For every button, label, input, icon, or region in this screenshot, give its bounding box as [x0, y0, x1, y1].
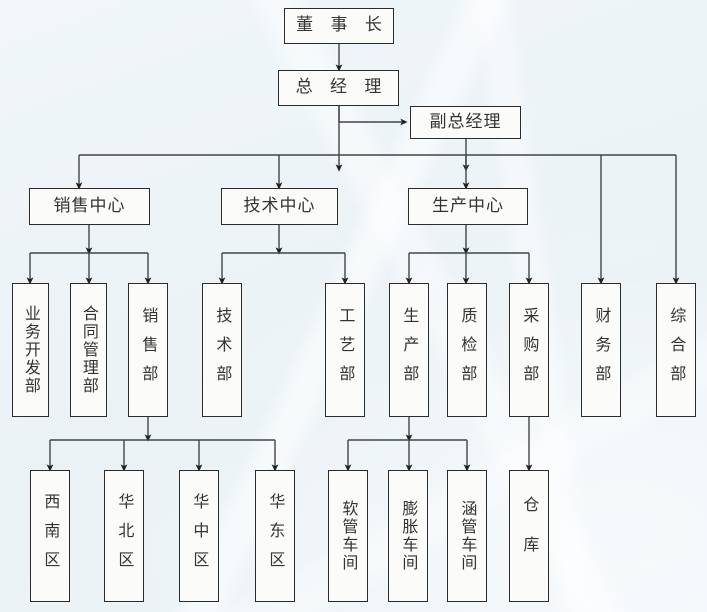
- node-sales-dept[interactable]: 销售部: [128, 283, 168, 417]
- node-east-china-region[interactable]: 华东区: [255, 470, 295, 602]
- node-general-manager[interactable]: 总 经 理: [278, 70, 399, 106]
- node-purchasing-dept[interactable]: 采购部: [509, 283, 549, 417]
- node-tech-center[interactable]: 技术中心: [221, 188, 338, 225]
- node-production-dept[interactable]: 生产部: [389, 283, 429, 417]
- node-chairman[interactable]: 董 事 长: [284, 8, 394, 44]
- node-contract-management-dept[interactable]: 合同管理部: [70, 283, 107, 417]
- node-process-dept[interactable]: 工艺部: [325, 283, 365, 417]
- node-quality-control-dept[interactable]: 质检部: [447, 283, 487, 417]
- node-expansion-workshop[interactable]: 膨胀车间: [388, 470, 428, 602]
- node-business-development-dept[interactable]: 业务开发部: [12, 283, 49, 417]
- node-central-china-region[interactable]: 华中区: [179, 470, 219, 602]
- node-production-center[interactable]: 生产中心: [408, 188, 528, 225]
- node-deputy-general-manager[interactable]: 副总经理: [410, 106, 521, 139]
- node-finance-dept[interactable]: 财务部: [581, 283, 621, 417]
- node-hose-workshop[interactable]: 软管车间: [328, 470, 368, 602]
- node-southwest-region[interactable]: 西南区: [30, 470, 70, 602]
- node-general-affairs-dept[interactable]: 综合部: [656, 283, 696, 417]
- node-technology-dept[interactable]: 技术部: [202, 283, 242, 417]
- node-culvert-workshop[interactable]: 涵管车间: [447, 470, 487, 602]
- node-warehouse[interactable]: 仓库: [509, 470, 549, 602]
- edge-gm-deputy: [338, 106, 408, 126]
- node-sales-center[interactable]: 销售中心: [29, 188, 150, 225]
- node-north-china-region[interactable]: 华北区: [104, 470, 144, 602]
